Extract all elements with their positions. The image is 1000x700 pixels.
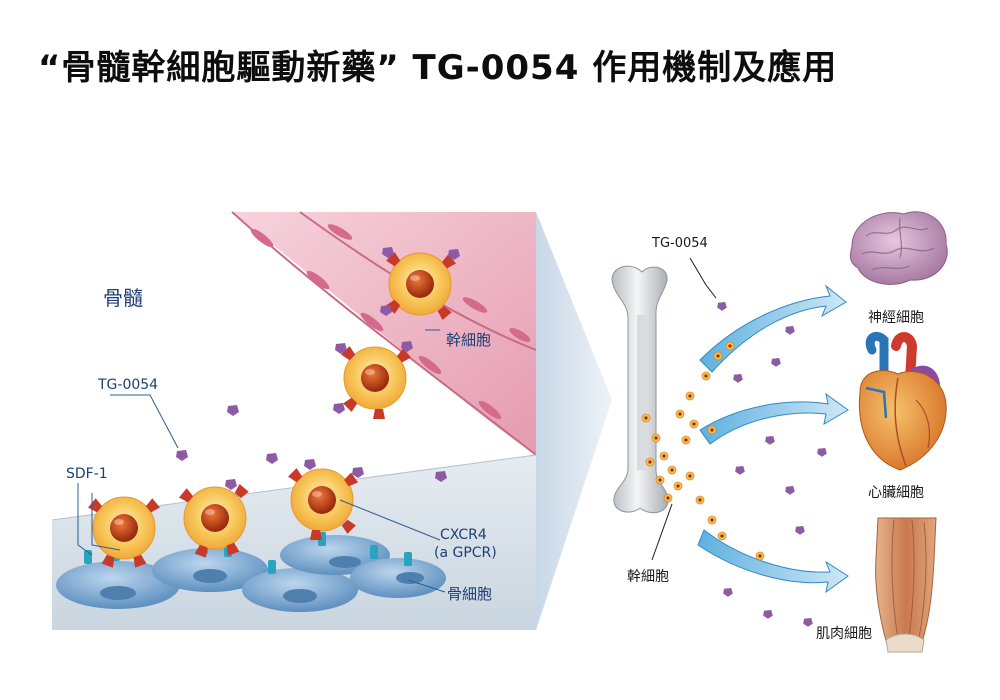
muscle-icon (875, 517, 937, 653)
mobilization-arrows (697, 284, 849, 594)
label-drug-right: TG-0054 (652, 236, 708, 251)
zoom-connector (536, 212, 612, 630)
label-nerve-cell: 神經細胞 (868, 310, 924, 326)
label-bone-marrow: 骨髓 (103, 286, 143, 310)
osteocytes (56, 535, 446, 612)
mobilization-panel (611, 211, 948, 653)
label-sdf1: SDF-1 (66, 466, 108, 482)
label-cxcr4: CXCR4 (440, 527, 487, 543)
label-drug-left: TG-0054 (98, 377, 159, 393)
brain-icon (849, 211, 948, 285)
page-title: “骨髓幹細胞驅動新藥” TG-0054 作用機制及應用 (38, 48, 838, 88)
label-stem-cell-right: 幹細胞 (627, 569, 669, 585)
label-bone-cell: 骨細胞 (447, 585, 493, 603)
label-muscle-cell: 肌肉細胞 (816, 626, 872, 642)
circulating-stem-cells (641, 341, 765, 561)
label-heart-cell: 心臟細胞 (868, 485, 924, 501)
label-stem-cell-left: 幹細胞 (446, 331, 492, 349)
label-cxcr4-sub: (a GPCR) (434, 545, 497, 561)
bone-marrow-panel (51, 211, 537, 630)
heart-icon (858, 331, 947, 471)
